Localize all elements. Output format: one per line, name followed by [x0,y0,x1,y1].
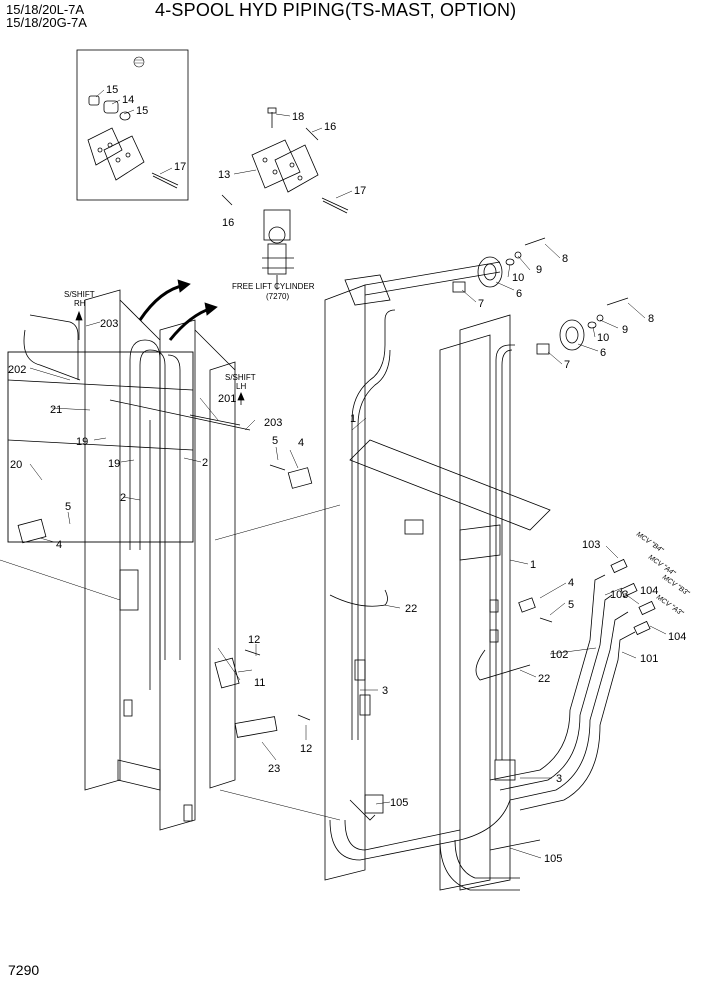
callout-12a: 12 [248,634,260,646]
callout-103a: 103 [582,539,600,551]
callout-13: 13 [218,169,230,181]
callout-3a: 3 [382,685,388,697]
callout-203b: 203 [264,417,282,429]
callout-10a: 10 [512,272,524,284]
roller-assemblies [452,237,629,355]
left-mast-assembly [7,289,251,831]
callout-203a: 203 [100,318,118,330]
callout-9a: 9 [536,264,542,276]
callout-9b: 9 [622,324,628,336]
callout-103b: 103 [610,589,628,601]
callout-104b: 104 [668,631,686,643]
sshift-lh-label-1: S/SHIFT [225,373,256,382]
callout-202: 202 [8,364,26,376]
callout-1b: 1 [530,559,536,571]
callout-5a: 5 [272,435,278,447]
cylinder-mount-plates [221,107,349,290]
mcv-b4-label: MCV "B4" [635,531,665,555]
callout-22b: 22 [538,673,550,685]
callout-4b: 4 [56,539,62,551]
callout-105b: 105 [544,853,562,865]
callout-11: 11 [254,677,265,689]
callout-201: 201 [218,393,236,405]
callout-5c: 5 [568,599,574,611]
mcv-a3-label: MCV "A3" [655,594,685,618]
callout-7a: 7 [478,298,484,310]
callout-8b: 8 [648,313,654,325]
callout-leaders [29,89,667,859]
callout-104a: 104 [640,585,658,597]
callout-7b: 7 [564,359,570,371]
callout-16a: 16 [324,121,336,133]
callout-6a: 6 [516,288,522,300]
sshift-lh-label-2: LH [236,382,246,391]
callout-10b: 10 [597,332,609,344]
callout-22a: 22 [405,603,417,615]
mcv-fittings [17,467,656,636]
model-line-1: 15/18/20L-7A [6,2,85,17]
callout-102: 102 [550,649,568,661]
inset-box [76,49,189,201]
callout-12b: 12 [300,743,312,755]
callout-101: 101 [640,653,658,665]
callout-15a: 15 [106,84,118,96]
assembly-arrows [75,279,245,405]
mcv-b3-label: MCV "B3" [661,574,691,598]
callout-16b: 16 [222,217,234,229]
callout-8a: 8 [562,253,568,265]
sshift-rh-label-2: RH [74,299,86,308]
callout-23: 23 [268,763,280,775]
callout-2b: 2 [120,492,126,504]
callout-3b: 3 [556,773,562,785]
callout-2a: 2 [202,457,208,469]
callout-15b: 15 [136,105,148,117]
callout-4c: 4 [568,577,574,589]
callout-14: 14 [122,94,134,106]
callout-19b: 19 [108,458,120,470]
free-lift-label-1: FREE LIFT CYLINDER [232,282,315,291]
sshift-rh-label-1: S/SHIFT [64,290,95,299]
callout-17b: 17 [354,185,366,197]
model-line-2: 15/18/20G-7A [6,15,87,30]
callout-21: 21 [50,404,62,416]
callout-1a: 1 [350,413,356,425]
callout-18: 18 [292,111,304,123]
callout-5b: 5 [65,501,71,513]
mcv-a4-label: MCV "A4" [647,554,677,578]
page-title: 4-SPOOL HYD PIPING(TS-MAST, OPTION) [155,0,517,20]
hose-clamps [214,464,553,738]
callout-20: 20 [10,459,22,471]
callout-6b: 6 [600,347,606,359]
callout-19a: 19 [76,436,88,448]
callout-4a: 4 [298,437,304,449]
callout-105a: 105 [390,797,408,809]
leader-lines [0,504,341,821]
callout-17a: 17 [174,161,186,173]
page-number: 7290 [8,962,40,978]
free-lift-label-2: (7270) [266,292,289,301]
right-mast-assembly [324,261,636,891]
